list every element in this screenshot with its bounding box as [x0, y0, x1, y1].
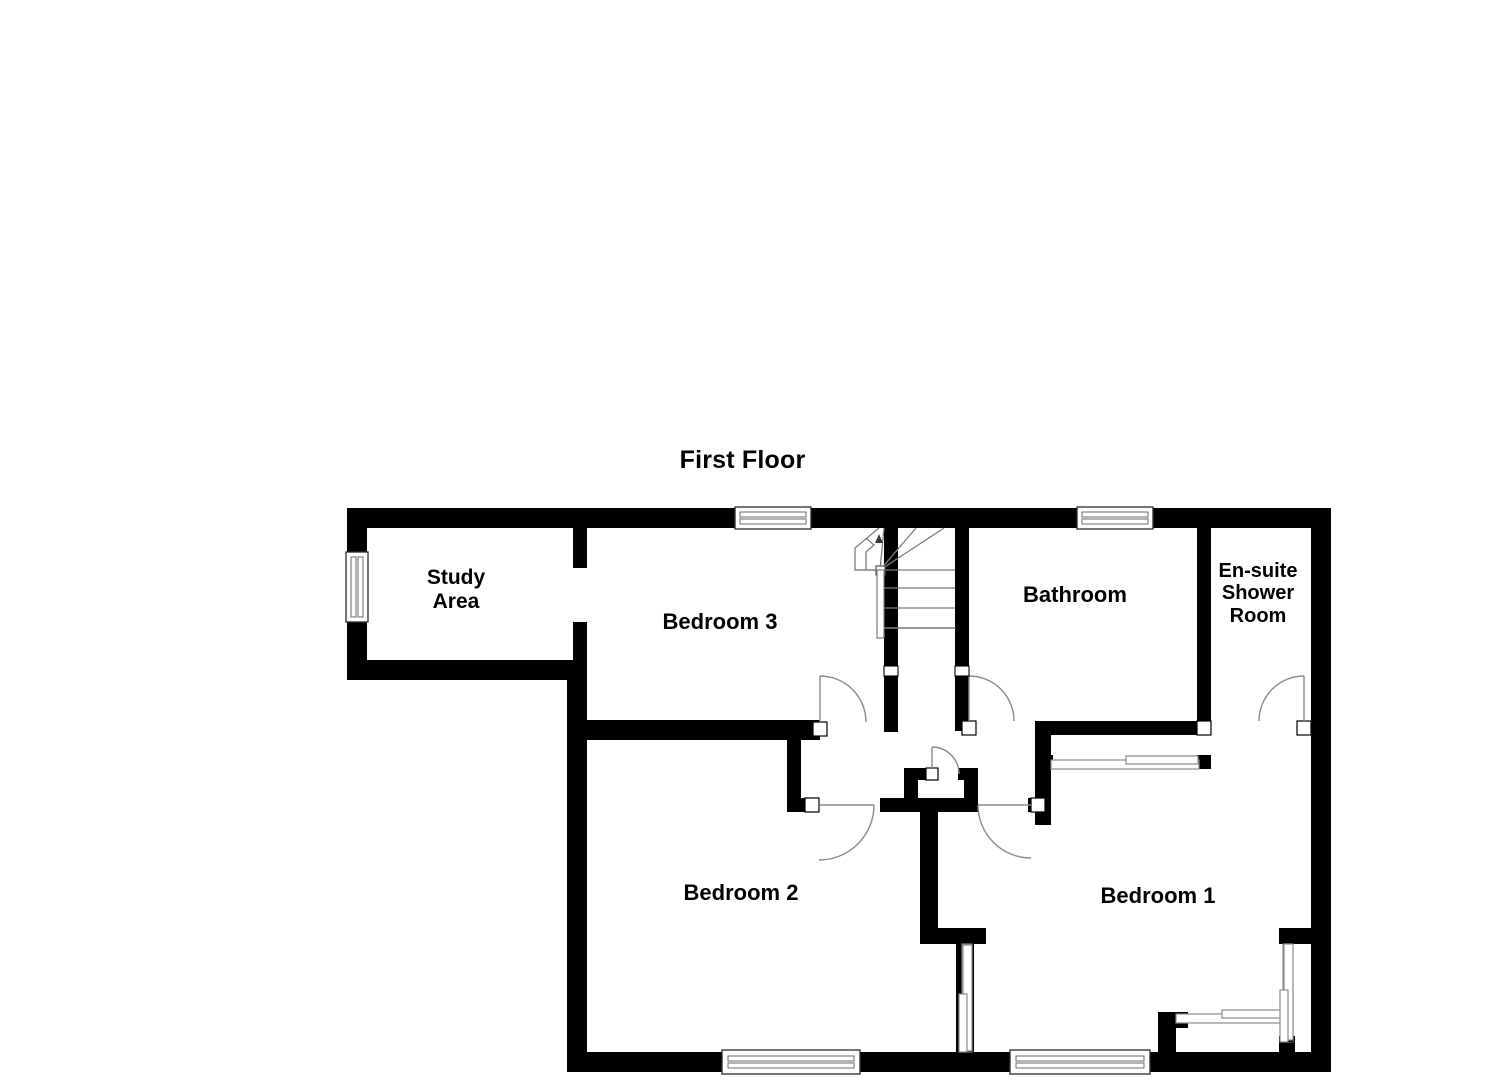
door-ensuite — [1258, 675, 1312, 736]
wall-bedroom3-stair — [884, 528, 898, 670]
wall-wardrobe1-right — [1197, 755, 1211, 769]
window-bedroom3-top — [734, 506, 812, 530]
door-bedroom3 — [812, 675, 867, 737]
threshold-marks — [883, 665, 1212, 736]
door-bathroom — [961, 675, 1015, 736]
wall-exterior-bottom — [567, 1052, 1331, 1072]
wall-study-bedroom3-lower — [573, 622, 587, 680]
wardrobe-group — [958, 755, 1294, 1053]
wall-exterior-top — [347, 508, 1331, 528]
wall-bedroom2-bedroom1 — [920, 810, 938, 928]
door-bedroom1 — [977, 797, 1046, 859]
wall-study-bedroom3-upper — [573, 528, 587, 568]
wall-group — [347, 508, 1331, 1072]
page-title: First Floor — [679, 446, 806, 474]
wall-wardrobe2-top — [1279, 928, 1311, 944]
wall-cupboard-bottom-right — [958, 768, 978, 780]
wardrobe-bedroom1-top — [1050, 755, 1200, 770]
window-group — [345, 506, 1294, 1075]
window-study-left — [345, 551, 369, 623]
wall-wardrobe1-top — [1035, 721, 1211, 735]
door-bedroom2 — [804, 797, 875, 861]
window-bathroom-top — [1076, 506, 1154, 530]
wall-landing-bottom-mid — [880, 798, 978, 812]
wall-wardrobe1-left-stub — [1035, 755, 1053, 769]
wardrobe-bedroom2-alcove — [958, 944, 973, 1053]
wardrobe-bedroom1-lower — [1175, 943, 1294, 1043]
wall-stair-right — [884, 670, 898, 732]
wall-wardrobe2-bottom — [1158, 1012, 1176, 1054]
wall-exterior-right — [1311, 508, 1331, 1072]
window-bedroom1-bottom — [1009, 1049, 1151, 1075]
wall-stair-bathroom-lower — [955, 673, 969, 731]
wall-stair-bathroom — [955, 528, 969, 673]
door-airing-cupboard — [925, 746, 960, 781]
wall-bedroom3-bedroom2 — [567, 720, 820, 740]
staircase — [854, 527, 956, 639]
wall-exterior-left-lower — [567, 660, 587, 1072]
wall-study-bottom — [347, 660, 587, 680]
wall-bedroom2-jog — [920, 928, 986, 944]
wall-bathroom-ensuite — [1197, 528, 1211, 731]
window-bedroom2-bottom — [721, 1049, 861, 1075]
wall-landing-left — [787, 720, 801, 810]
door-group — [804, 665, 1312, 861]
